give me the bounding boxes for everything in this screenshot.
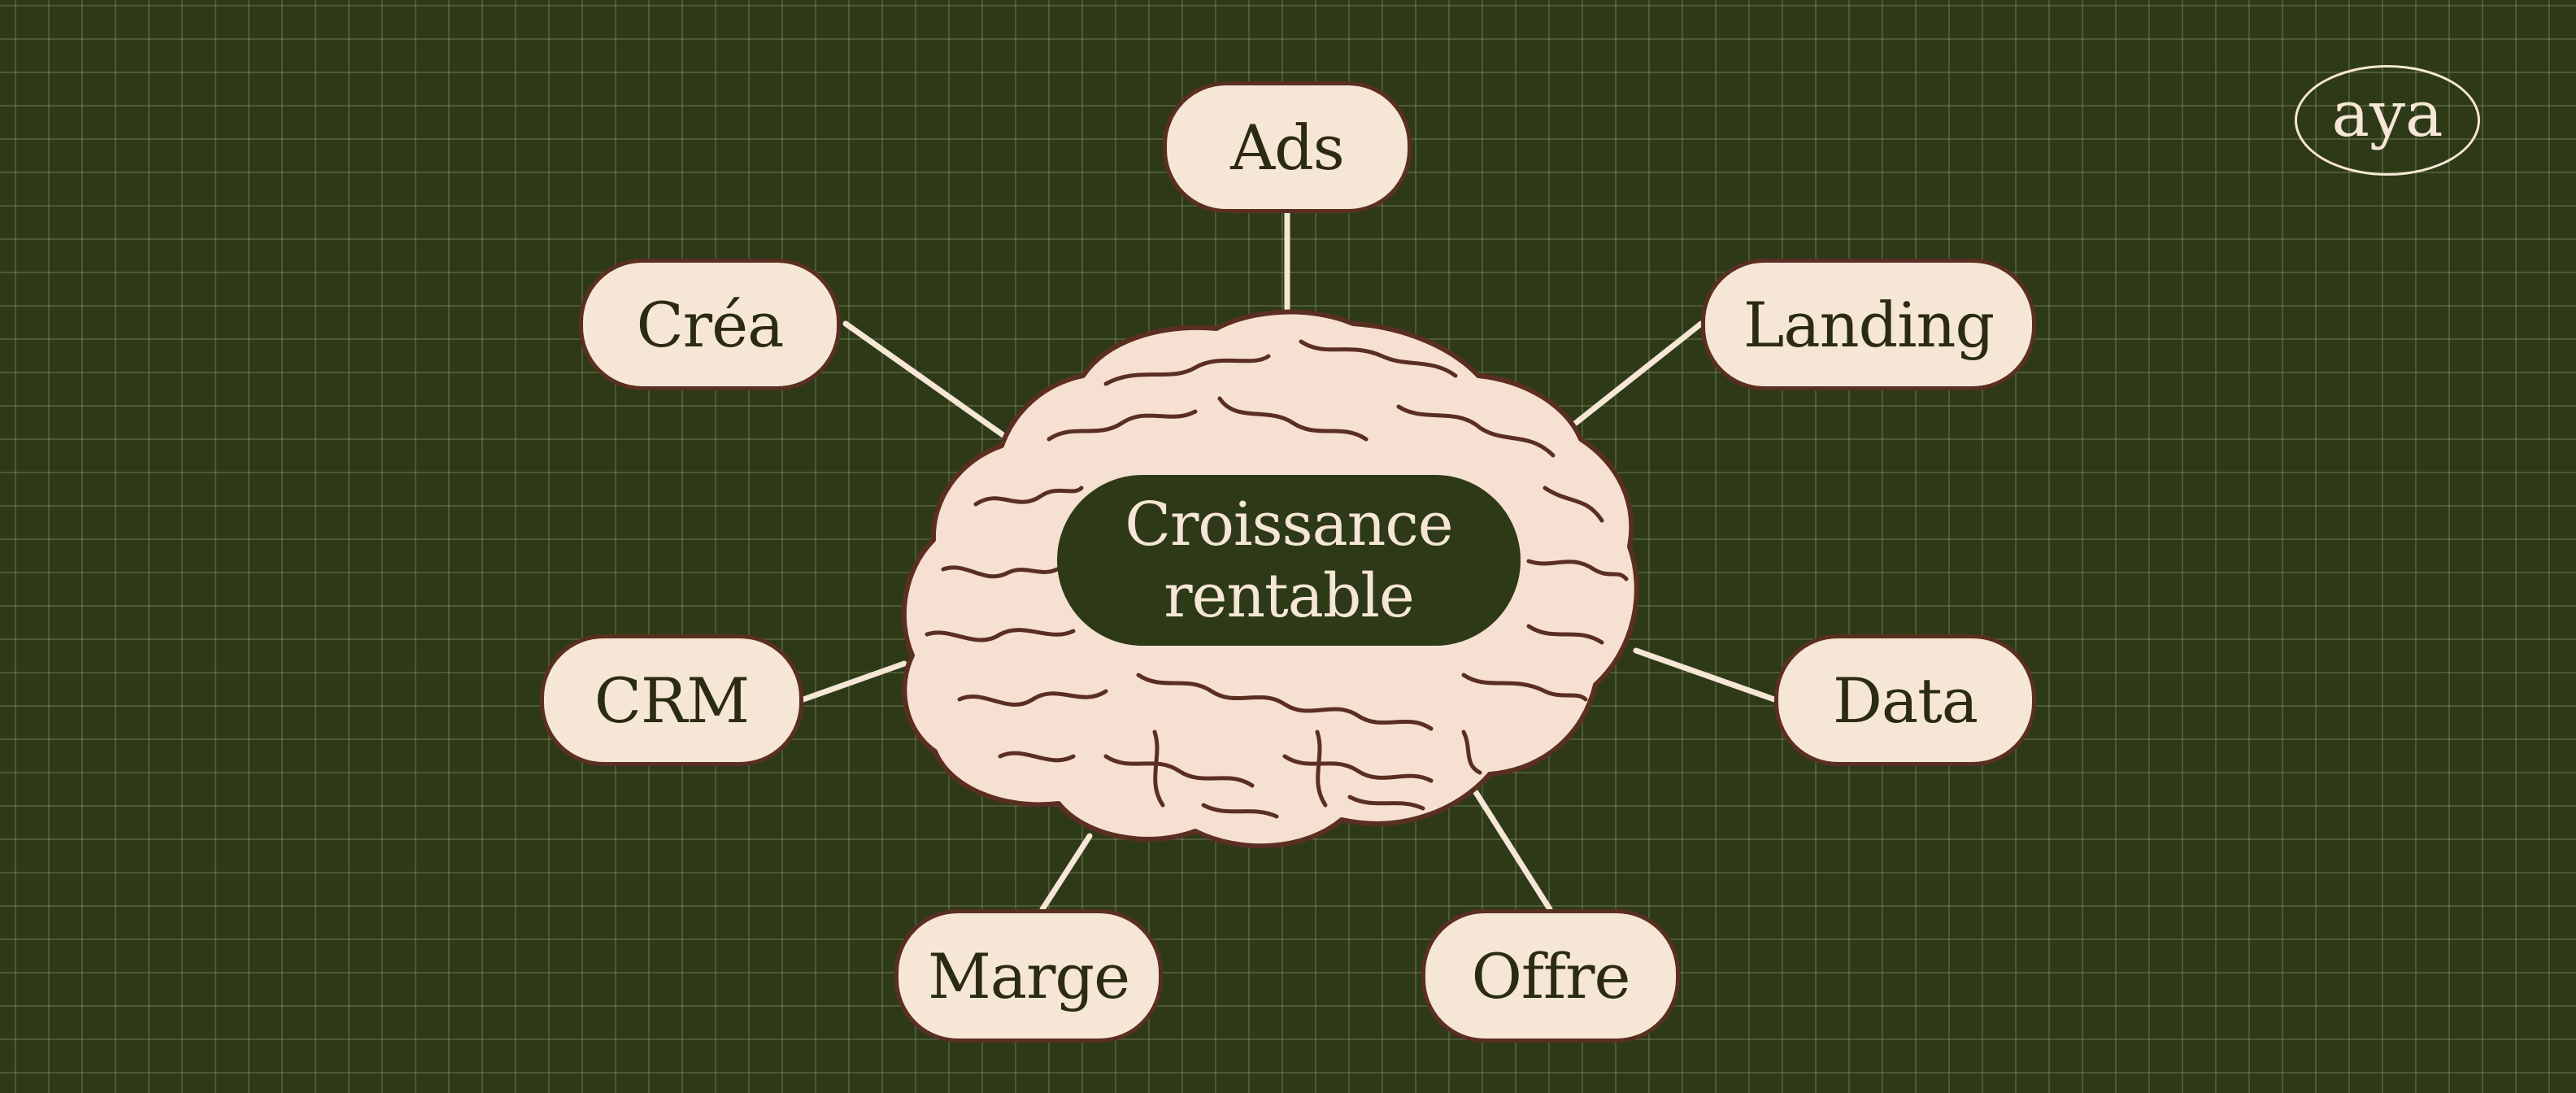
center-label-line-2: rentable: [1164, 561, 1415, 631]
aya-logo-text: aya: [2331, 78, 2443, 151]
center-label-line-1: Croissance: [1125, 490, 1453, 560]
node-crea: Créa: [579, 259, 841, 390]
node-offre-label: Offre: [1471, 939, 1631, 1012]
node-crm-label: CRM: [594, 664, 750, 737]
connector-landing: [1573, 320, 1704, 426]
connector-crea: [842, 320, 1021, 449]
connectors: [800, 210, 1778, 912]
brain-folds: [925, 339, 1629, 819]
connector-marge: [1039, 833, 1093, 912]
aya-logo: aya: [2295, 65, 2480, 176]
node-crm: CRM: [540, 634, 803, 766]
connector-crm: [800, 660, 907, 703]
node-offre: Offre: [1421, 909, 1680, 1043]
node-data: Data: [1774, 634, 2036, 766]
connector-data: [1633, 647, 1778, 703]
node-marge: Marge: [894, 909, 1163, 1043]
node-ads: Ads: [1163, 81, 1412, 213]
node-crea-label: Créa: [636, 288, 785, 361]
connector-offre: [1465, 777, 1553, 912]
node-ads-label: Ads: [1230, 111, 1345, 184]
node-landing-label: Landing: [1743, 288, 1995, 361]
node-data-label: Data: [1832, 664, 1978, 737]
node-marge-label: Marge: [927, 939, 1130, 1012]
node-landing: Landing: [1701, 259, 2036, 390]
center-label-growth: Croissance rentable: [1057, 475, 1521, 646]
